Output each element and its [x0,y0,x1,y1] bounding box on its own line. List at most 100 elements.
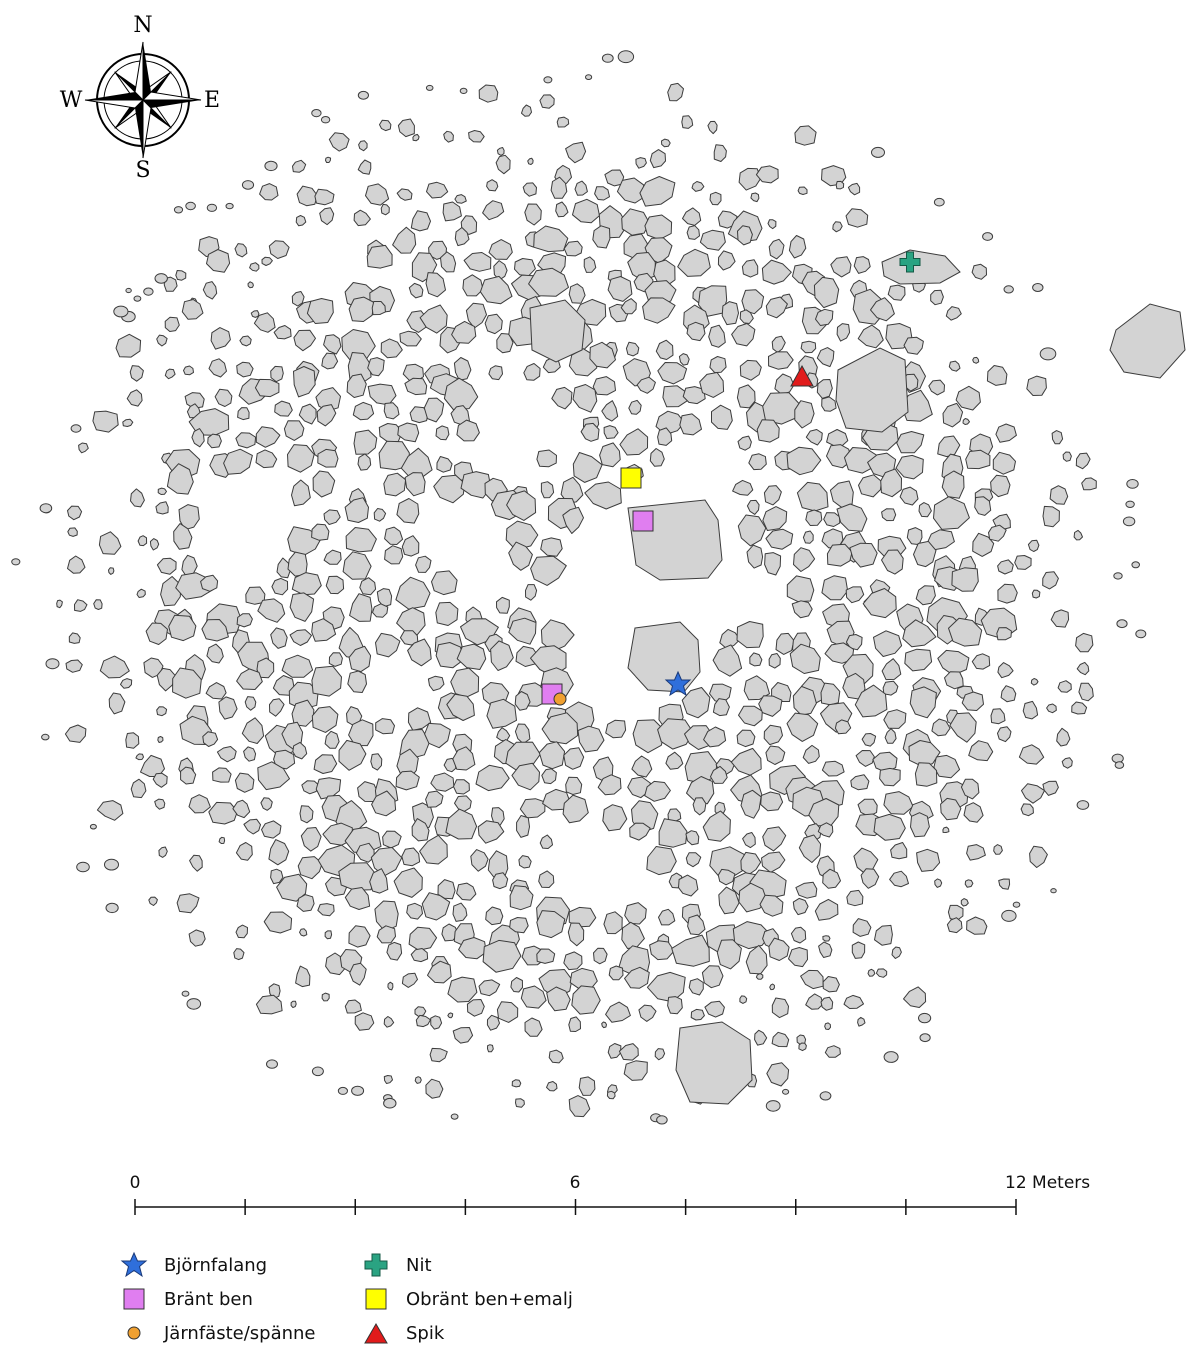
stone [300,827,322,852]
stone [482,200,505,221]
stone [344,887,371,910]
stone [755,973,764,980]
stone [453,779,470,795]
stone [853,256,871,274]
stone [682,207,702,226]
stone [292,741,308,760]
stone [755,165,779,184]
stone [874,924,893,946]
stone [567,922,585,947]
stone [427,675,445,692]
stone [739,309,754,324]
stone [347,670,367,693]
stone [296,894,315,912]
stone [742,832,756,849]
stone [701,965,724,989]
pebble [351,1085,365,1096]
stone [649,940,675,961]
stone [798,1042,807,1052]
stone [328,132,350,152]
stone [387,981,394,991]
stone [419,304,448,334]
stone [315,777,342,800]
stone [571,985,601,1015]
stone [685,852,702,868]
stone [1042,780,1059,796]
stone [621,208,650,236]
stone [206,643,224,664]
stone [814,898,839,921]
stone [1042,571,1059,590]
stone [344,497,369,523]
stone [711,404,733,430]
stone [96,800,124,821]
stone [968,740,994,762]
legend-item-obrant-ben: Obränt ben+emalj [362,1284,573,1314]
stone [357,159,372,175]
stone [800,340,817,354]
stone [644,780,671,802]
stone [270,627,288,649]
stone [745,944,768,975]
large-stones [529,249,1186,1105]
stone [212,767,232,783]
pebble [383,1097,397,1109]
stone [173,523,193,550]
stone [555,201,569,218]
stone [130,778,147,799]
stone [122,418,134,427]
stone [1000,685,1017,703]
stone [937,435,961,458]
stone [601,1021,607,1029]
stone [479,275,513,305]
stone [769,983,775,991]
stone [739,995,748,1004]
scale-label-mid: 6 [570,1173,581,1193]
stone [737,514,767,547]
stone [721,301,739,326]
stone [524,203,542,226]
stone [845,634,863,651]
stone [844,447,878,474]
pebble [320,116,331,124]
stone [257,598,286,623]
compass-rose: N S E W [60,13,220,183]
stone [470,849,489,872]
outlier-stone-east [1109,303,1186,379]
stone [756,419,780,443]
stone [1020,803,1034,817]
stone [164,368,176,380]
stone [606,1090,616,1100]
stone [287,444,315,473]
stone [798,834,822,863]
stone [789,643,821,674]
stone [690,1008,705,1021]
legend-item-bjornfalang: Björnfalang [120,1250,267,1280]
stone [761,851,786,873]
stone [495,154,511,175]
stone [514,723,531,745]
stone [603,425,619,439]
stone [657,362,688,385]
stone [239,335,252,347]
stone [205,682,227,700]
pebble [357,90,369,100]
stone [918,502,932,518]
stone [797,186,808,195]
stone [847,182,861,196]
stone [456,882,477,901]
stone [654,1048,666,1061]
stone [616,177,646,204]
stone [881,658,902,681]
stone [951,567,979,592]
stone [295,965,311,988]
stone [618,1043,639,1061]
stone [253,312,276,333]
stone [1078,682,1094,702]
pebble [225,202,234,210]
stone [883,791,914,815]
stone [568,906,597,928]
stone [410,948,429,963]
stone [802,530,814,544]
stone [373,508,387,522]
